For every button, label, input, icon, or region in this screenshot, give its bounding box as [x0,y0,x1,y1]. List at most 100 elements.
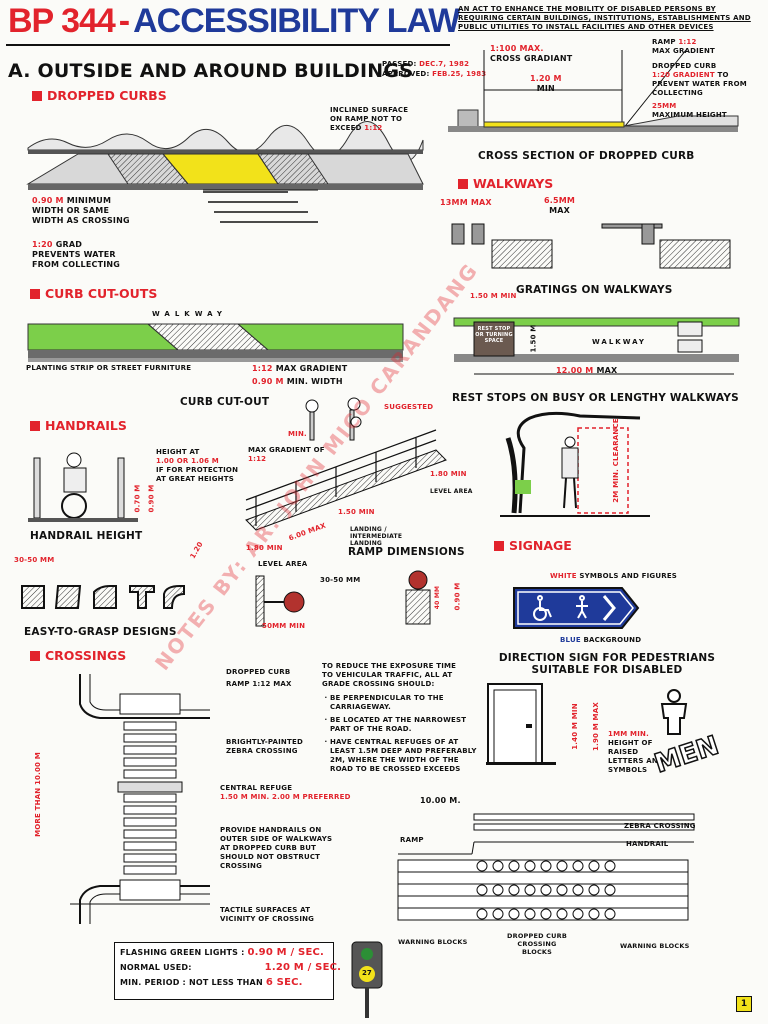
crossing-dropped-curb: DROPPED CURB [226,668,291,676]
reduce-intro: TO REDUCE THE EXPOSURE TIME TO VEHICULAR… [322,662,457,688]
planting-note: PLANTING STRIP OR STREET FURNITURE [26,364,192,372]
blue-note: BLUE BACKGROUND [560,636,642,644]
ramp-level-area-2: LEVEL AREA [430,488,473,495]
curb-gradient: 1:12 MAX GRADIENT [252,364,348,373]
bullet-square-icon [30,420,40,431]
crossing-rules-list: BE PERPENDICULAR TO THE CARRIAGEWAY. BE … [320,694,480,774]
clearance-note: 2m MIN. CLEARANCE [611,418,620,503]
handrail-height-caption: HANDRAIL HEIGHT [30,530,143,542]
wall-handrail-illustration [255,575,305,627]
walkway-gap-13mm: 13mm MAX [440,198,492,207]
clearance-illustration [500,411,650,517]
raised-letter-note: 1mm MIN.HEIGHT OF RAISED LETTERS AND SYM… [608,730,664,774]
rest-caption: REST STOPS ON BUSY OR LENGTHY WALKWAYS [452,392,739,404]
curb-cut-caption: CURB CUT-OUT [180,396,270,408]
wall-dim: 30-50 mm [320,576,361,584]
rest-stop-label: REST STOP OR TURNING SPACE [475,326,513,344]
crossing-rule-item: BE PERPENDICULAR TO THE CARRIAGEWAY. [330,694,480,712]
page-number: 1 [736,996,752,1012]
zebra-crossing-label: ZEBRA CROSSING [624,822,696,830]
direction-sign [513,587,640,629]
max-height-note: 25mmMAXIMUM HEIGHT [652,102,727,119]
bullet-square-icon [32,90,42,101]
ramp-dim-180c: 1.80 MIN [430,470,467,478]
light-row-flashing: FLASHING GREEN LIGHTS : 0.90 m / sec. [120,947,325,958]
ramp-illustration [245,429,447,531]
rest-stop-plan [453,317,740,375]
warning-blocks-left: WARNING BLOCKS [398,938,468,946]
ramp-label: RAMP [400,836,424,844]
passed-line: PASSED: DEC.7, 1982 [382,60,470,68]
grasp-caption: EASY-TO-GRASP DESIGNS [24,626,177,638]
cross-section-illustration [448,49,739,132]
ramp-caption: RAMP DIMENSIONS [348,546,465,558]
handrails-heading: HANDRAILS [30,418,127,433]
min-label: MIN. [288,430,307,438]
gratings-caption: GRATINGS ON WALKWAYS [516,284,673,296]
width-note: 0.90 m MINIMUM WIDTH OR SAME WIDTH AS CR… [32,196,130,225]
curb-width: 0.90 m MIN. WIDTH [252,377,343,386]
signal-number: 27 [362,969,372,977]
page-title: BP 344 - ACCESSIBILITY LAW [8,2,460,41]
section-title: A. OUTSIDE AND AROUND BUILDINGS [8,60,414,82]
walkway-label-curb: WALKWAY [152,310,227,318]
handrail-label: HANDRAIL [626,840,669,848]
light-row-min: MIN. PERIOD : NOT LESS THAN 6 sec. [120,977,303,988]
bullet-square-icon [30,288,40,299]
grasp-shapes [21,585,185,609]
post-handrail-illustration [405,570,431,625]
dim-070: 0.70 m [133,484,142,513]
post-dim: 40 mm [434,585,442,610]
title-main: ACCESSIBILITY LAW [133,2,460,40]
crossing-ramp-note: RAMP 1:12 MAX [226,680,292,688]
title-code: BP 344 [8,2,116,40]
walkways-heading: WALKWAYS [458,176,553,191]
walkway-label-rest: WALKWAY [592,338,646,346]
crossing-tactile-note: TACTILE SURFACES AT VICINITY OF CROSSING [220,906,315,923]
lights-box [114,942,334,1000]
white-note: WHITE SYMBOLS AND FIGURES [550,572,678,580]
dropped-curb-illustration [26,121,424,223]
warning-blocks-right: WARNING BLOCKS [620,942,690,950]
dropped-curbs-heading: DROPPED CURBS [32,88,167,103]
approved-line: APPROVED: FEB.25, 1983 [382,70,487,78]
grip-dim: 30-50 mm [14,556,55,564]
ramp-level-area: LEVEL AREA [258,560,308,568]
gratings-illustration [451,223,731,269]
tactile-figure-icon [660,689,688,735]
signage-heading: SIGNAGE [494,538,572,553]
curb-cut-illustration [27,323,404,362]
crossing-rule-item: BE LOCATED AT THE NARROWEST PART OF THE … [330,716,480,734]
crossing-elevation [397,813,695,921]
crossing-blocks: DROPPED CURB CROSSING BLOCKS [507,932,567,956]
crossing-plan [70,674,210,924]
bullet-square-icon [458,178,468,189]
passed-date: DEC.7, 1982 [419,60,470,68]
sign-dim-140: 1.40 m MIN [570,703,579,750]
walkway-gap-6mm: 6.5mmMAX [544,196,576,215]
inclined-note: INCLINED SURFACE ON RAMP NOT TO EXCEED 1… [330,106,409,132]
crossing-rule-item: HAVE CENTRAL REFUGES OF AT LEAST 1.5m DE… [330,738,480,774]
ramp-dim-120: 1.20 [188,540,205,561]
handrail-height-note: HEIGHT AT1.00 OR 1.06 mIF FOR PROTECTION… [156,448,239,483]
rest-length: 12.00 m MAX [556,366,618,375]
handrail-height-illustration [28,452,138,522]
more-than-dim: MORE THAN 10.00 M [33,752,42,837]
wall-min: 50mm MIN [262,622,306,630]
cross-gradient: 1:100 MAX.CROSS GRADIANT [490,44,573,63]
law-description: AN ACT TO ENHANCE THE MOBILITY OF DISABL… [458,5,751,31]
bullet-square-icon [494,540,504,551]
rest-height: 1.50 m [529,324,538,353]
crossing-zebra-note: BRIGHTLY-PAINTED ZEBRA CROSSING [226,738,303,755]
ramp-landing: LANDING / INTERMEDIATE LANDING [350,526,403,547]
crossing-handrail-note: PROVIDE HANDRAILS ON OUTER SIDE OF WALKW… [220,826,333,870]
grad-note: 1:20 GRAD PREVENTS WATER FROM COLLECTING [32,240,121,269]
rail-dim: 0.90 m [453,582,462,611]
cross-width: 1.20 mMIN [530,74,562,93]
door-illustration [486,683,556,765]
approved-date: FEB.25, 1983 [432,70,487,78]
